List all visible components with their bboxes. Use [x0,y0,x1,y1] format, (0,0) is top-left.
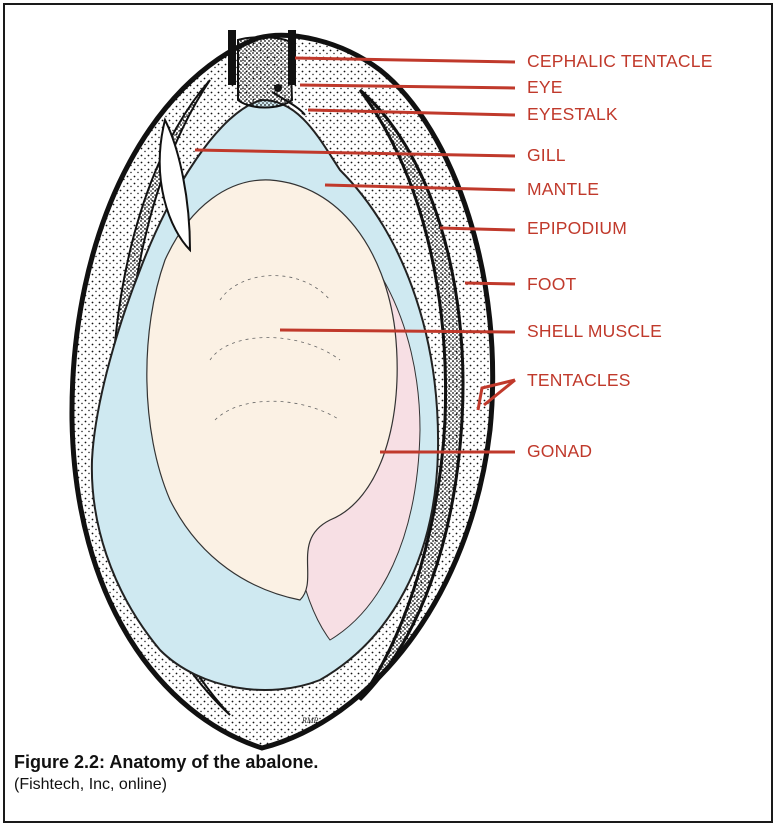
leader-shell-muscle [280,330,515,332]
figure-caption-title: Figure 2.2: Anatomy of the abalone. [14,752,318,773]
label-gonad: GONAD [527,443,592,461]
label-epipodium: EPIPODIUM [527,220,627,238]
label-gill: GILL [527,147,566,165]
label-eyestalk: EYESTALK [527,106,618,124]
label-mantle: MANTLE [527,181,599,199]
label-cephalic-tentacle: CEPHALIC TENTACLE [527,53,713,71]
artist-signature: RMP [302,716,318,725]
label-foot: FOOT [527,276,576,294]
label-shell-muscle: SHELL MUSCLE [527,323,662,341]
cephalic-tentacle-left [228,30,236,85]
label-eye: EYE [527,79,563,97]
eye-spot [274,84,282,92]
label-tentacles: TENTACLES [527,372,631,390]
leader-epipodium [440,228,515,230]
leader-foot [465,283,515,284]
figure-caption-source: (Fishtech, Inc, online) [14,776,167,794]
head [238,37,292,107]
